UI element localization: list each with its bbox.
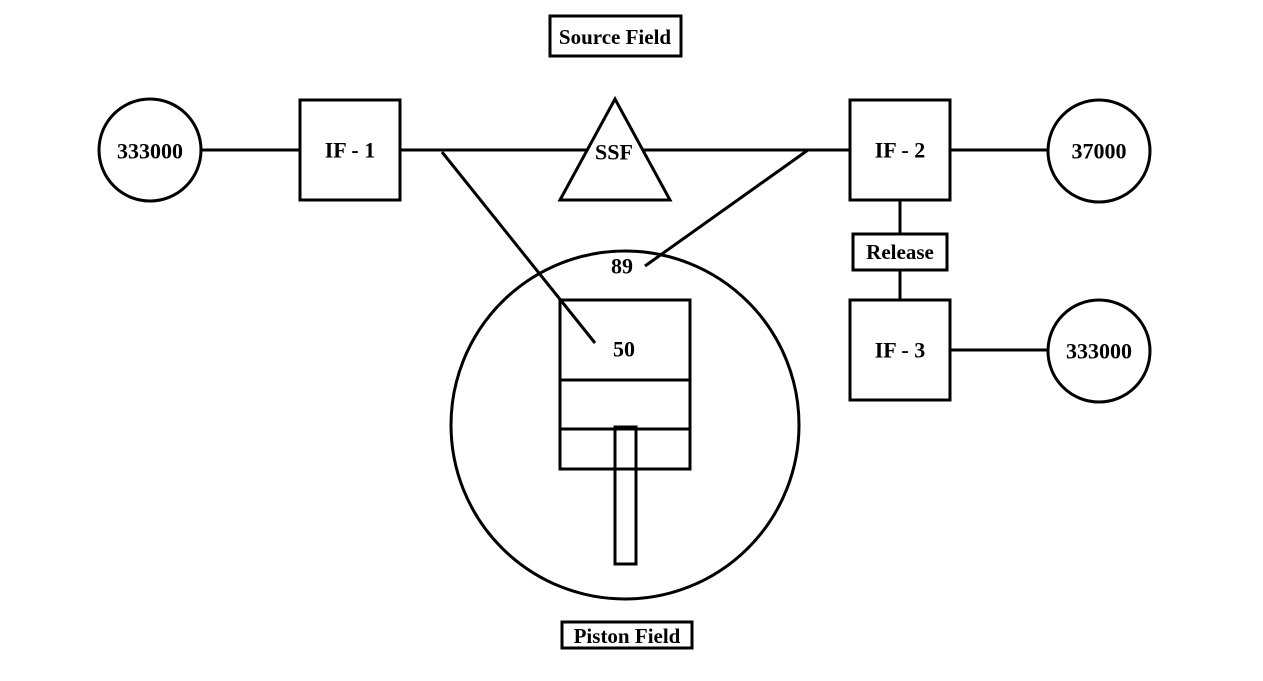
- piston-band-upper: [558, 378, 692, 431]
- ssf-label: SSF: [595, 140, 633, 165]
- value-50-label: 50: [613, 337, 635, 362]
- piston-field-label: Piston Field: [574, 624, 681, 648]
- piston-field-circle: [449, 249, 801, 601]
- if2-label: IF - 2: [875, 138, 926, 163]
- branch-line-to-50: [440, 151, 597, 344]
- piston-rod: [613, 425, 638, 566]
- ssf-triangle: [557, 95, 673, 202]
- piston-band-lower: [558, 427, 692, 471]
- branch-line-to-89: [644, 148, 809, 268]
- top-right-circle-value: 37000: [1072, 139, 1127, 164]
- source-field-label: Source Field: [559, 25, 672, 49]
- source-field-label-box: [548, 14, 683, 58]
- bottom-right-circle: [1046, 298, 1152, 404]
- left-source-circle: [97, 97, 203, 203]
- if1-label: IF - 1: [325, 138, 376, 163]
- bottom-right-circle-value: 333000: [1066, 339, 1132, 364]
- if3-box: [848, 298, 952, 402]
- if2-box: [848, 98, 952, 202]
- release-box: [851, 232, 949, 272]
- left-circle-value: 333000: [117, 139, 183, 164]
- value-89-label: 89: [611, 254, 633, 279]
- if1-box: [298, 98, 402, 202]
- if3-label: IF - 3: [875, 338, 926, 363]
- top-right-circle: [1046, 98, 1152, 204]
- piston-field-label-box: [560, 620, 694, 650]
- release-label: Release: [866, 240, 934, 264]
